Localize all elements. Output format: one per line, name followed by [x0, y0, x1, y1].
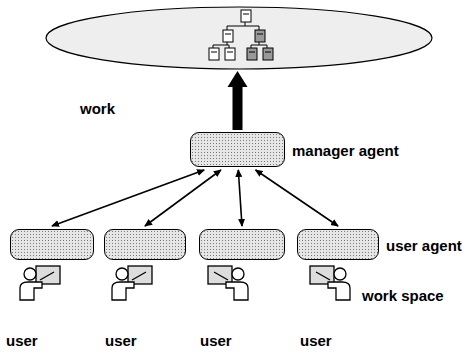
- agent-box: [104, 229, 186, 260]
- agent-label: user agent: [386, 236, 462, 253]
- agent-box: [199, 229, 285, 260]
- ellipse-shape: [45, 6, 433, 70]
- agent-label: manager agent: [292, 141, 399, 158]
- agent-link: [238, 170, 242, 226]
- work-arrow: [228, 71, 248, 130]
- workspace-label: work space: [362, 287, 444, 304]
- user-label: user: [6, 332, 38, 349]
- edge-label: work: [80, 100, 115, 117]
- user-icon: [20, 266, 60, 300]
- agent-box: [10, 229, 94, 260]
- agent-link: [145, 170, 221, 226]
- user-label: user: [105, 332, 137, 349]
- tree-icon: [209, 10, 273, 60]
- work-ellipse: [45, 6, 433, 70]
- agent-box: user agent: [297, 229, 379, 260]
- user-icon: [310, 266, 350, 300]
- user-icon: [208, 266, 248, 300]
- agent-link: [52, 170, 204, 226]
- user-label: user: [300, 332, 332, 349]
- user-label: user: [200, 332, 232, 349]
- agent-box: manager agent: [190, 132, 285, 167]
- user-icon: [112, 266, 152, 300]
- agent-link: [256, 170, 338, 226]
